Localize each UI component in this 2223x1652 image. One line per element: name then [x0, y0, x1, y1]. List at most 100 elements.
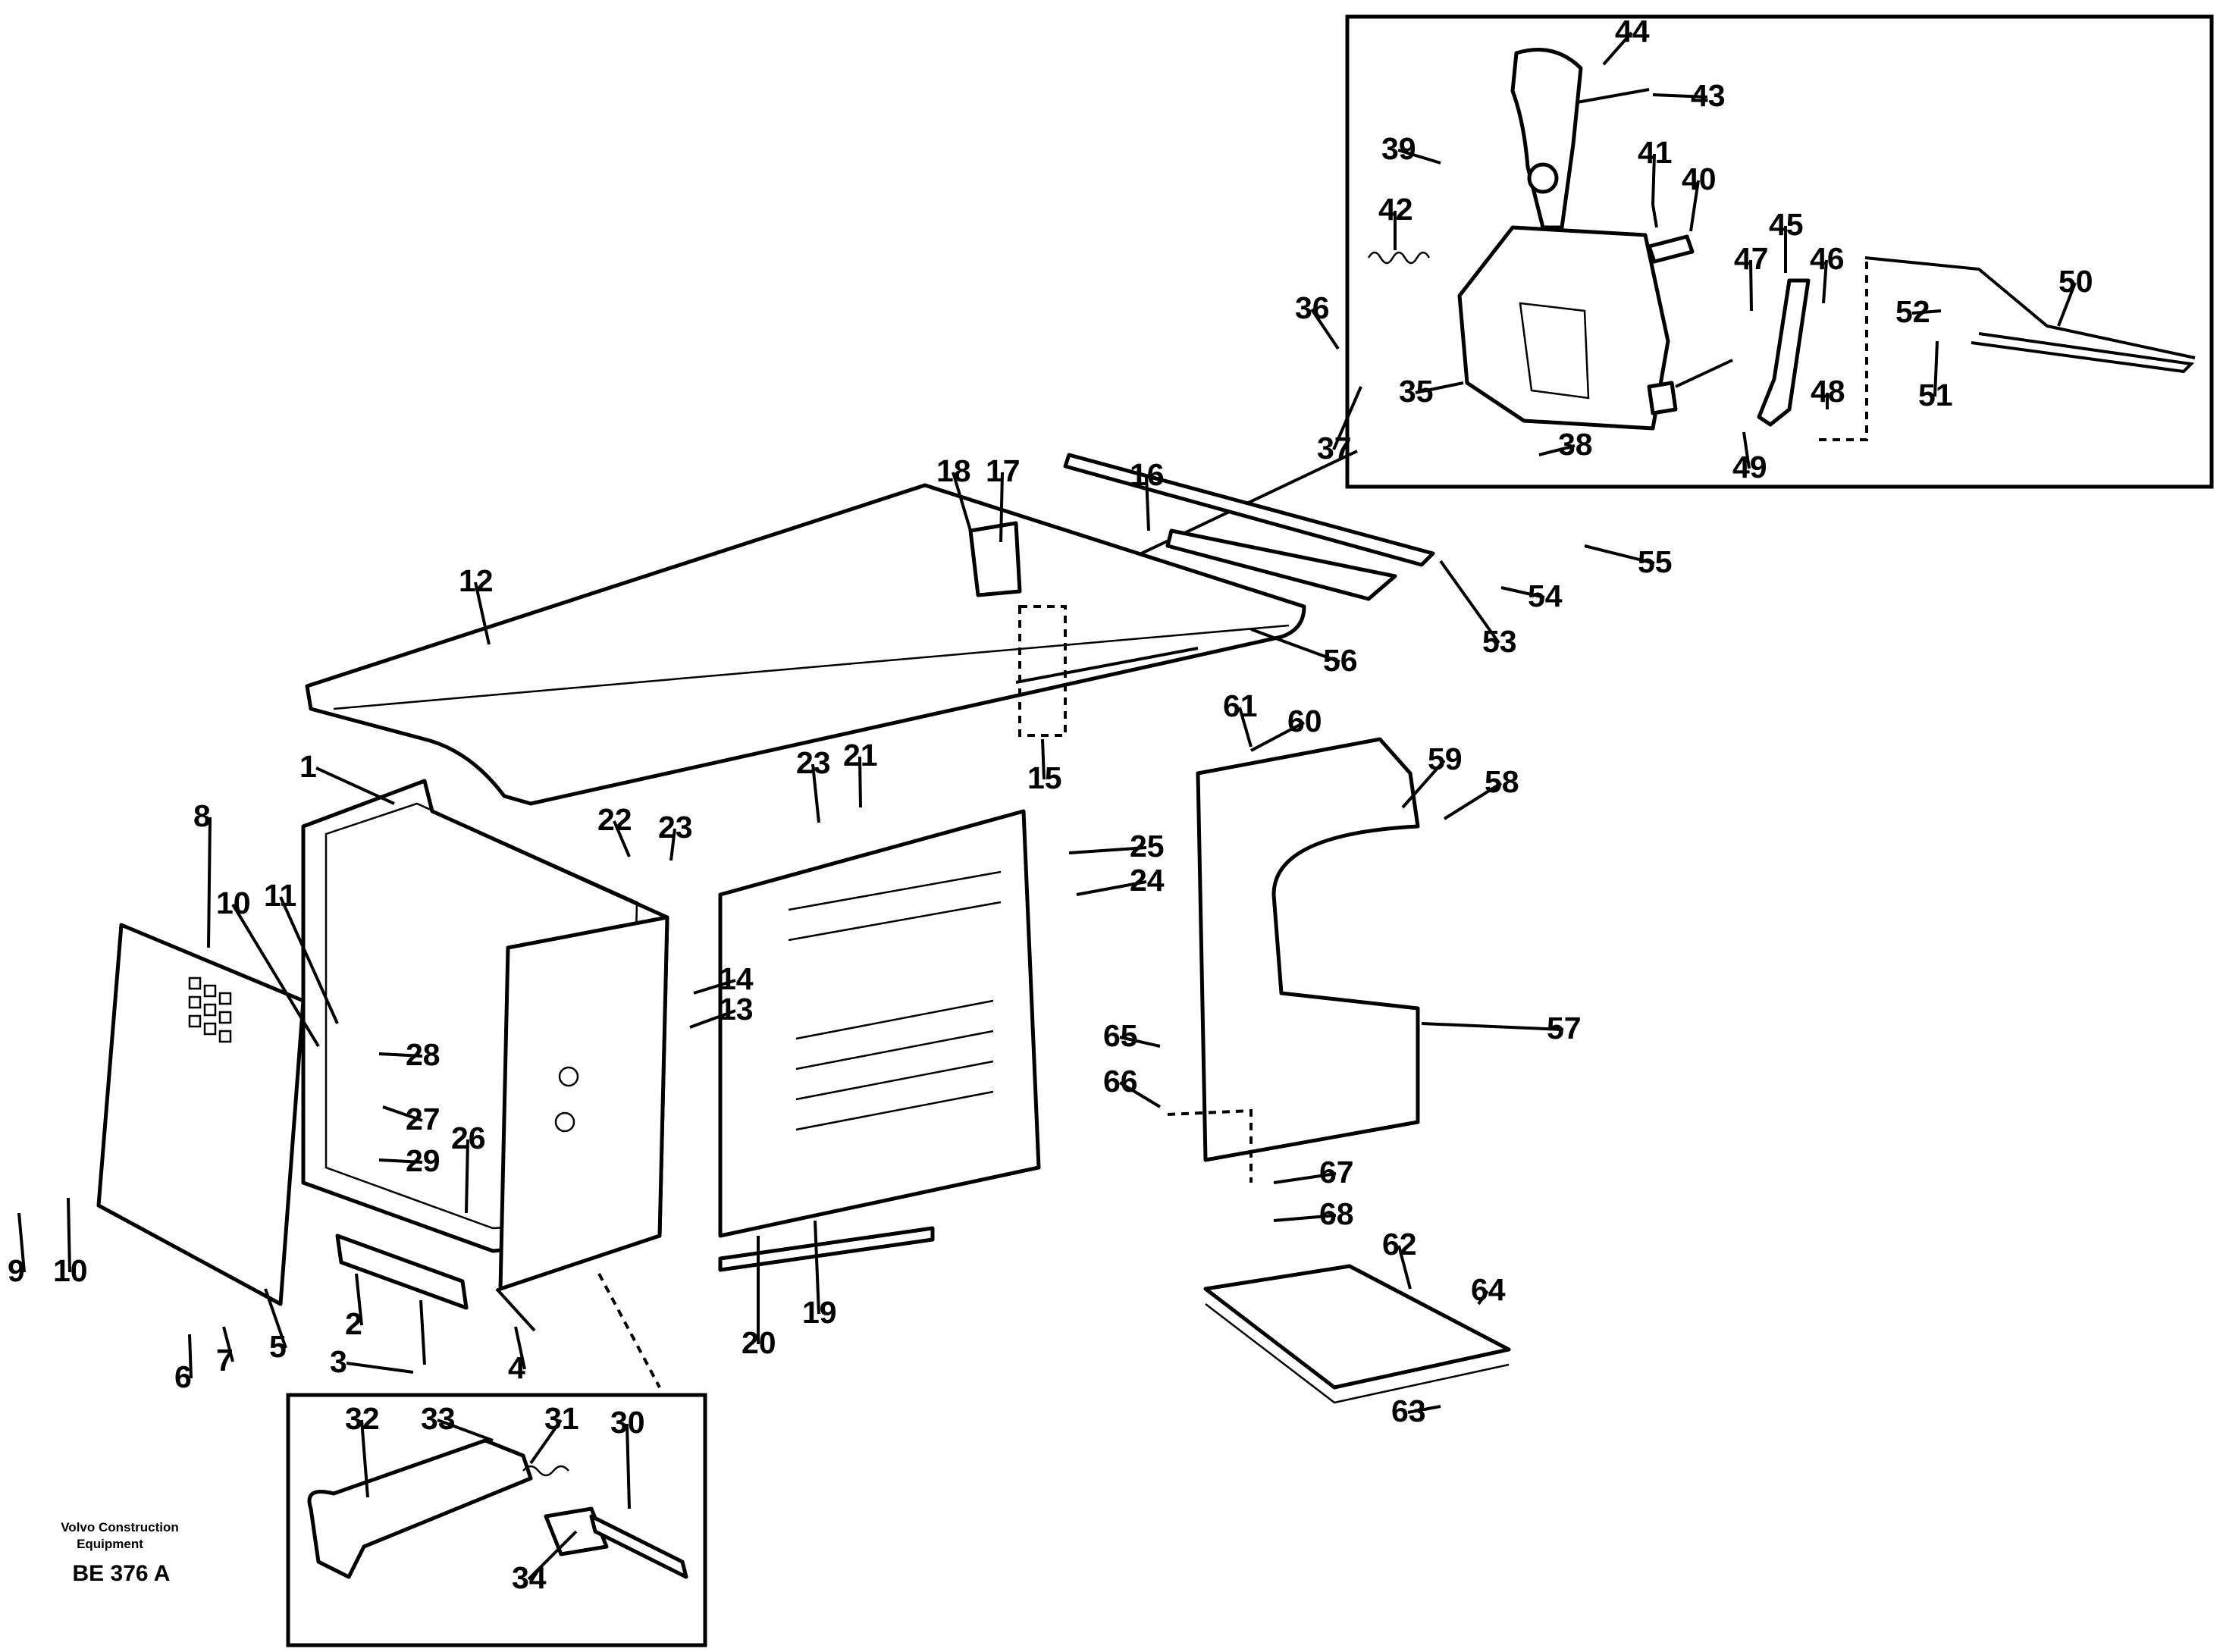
callout-leader	[952, 472, 972, 531]
sleeve-37	[1647, 381, 1678, 415]
callout-53: 53	[1439, 560, 1517, 659]
callout-number: 35	[1399, 374, 1434, 409]
lever-pivot	[1527, 162, 1559, 194]
callout-number: 21	[843, 738, 878, 773]
bolt-3	[419, 1299, 426, 1365]
callout-leader	[1273, 1172, 1337, 1184]
callout-number: 53	[1482, 624, 1517, 659]
callout-6: 6	[174, 1334, 193, 1394]
panel-hole-a	[558, 1066, 579, 1087]
callout-39: 39	[1381, 131, 1441, 166]
callout-number: 37	[1317, 431, 1352, 466]
callout-29: 29	[378, 1143, 441, 1178]
callout-number: 31	[544, 1401, 579, 1436]
callout-3: 3	[330, 1344, 414, 1379]
callout-number: 6	[174, 1359, 192, 1394]
callout-leader	[222, 1326, 234, 1362]
callout-number: 64	[1471, 1272, 1506, 1307]
callout-13: 13	[689, 992, 754, 1029]
callout-leader	[1689, 180, 1700, 232]
callout-23: 23	[796, 745, 831, 823]
callout-number: 9	[8, 1253, 25, 1288]
panel-hole-b	[554, 1111, 575, 1133]
callout-leader	[315, 766, 395, 805]
callout-28: 28	[378, 1037, 441, 1072]
callout-57: 57	[1421, 1011, 1582, 1045]
callout-41: 41	[1638, 135, 1673, 205]
callout-61: 61	[1223, 688, 1258, 748]
callout-14: 14	[693, 961, 754, 996]
callout-45: 45	[1769, 207, 1804, 273]
callout-10: 10	[216, 886, 320, 1048]
callout-number: 33	[421, 1401, 456, 1436]
callout-leader	[188, 1334, 193, 1379]
callout-number: 7	[216, 1343, 234, 1378]
callout-leader	[811, 763, 820, 823]
callout-leader	[1041, 738, 1046, 780]
callout-leader	[437, 1418, 494, 1442]
hinge-18	[968, 521, 1022, 597]
callout-5: 5	[264, 1288, 287, 1364]
callout-number: 18	[936, 453, 971, 488]
callout-2: 2	[345, 1273, 363, 1341]
callout-number: 55	[1638, 544, 1673, 579]
callout-number: 22	[597, 802, 632, 837]
callout-leader	[1068, 846, 1147, 854]
callout-number: 2	[345, 1306, 362, 1341]
callout-number: 59	[1428, 741, 1463, 776]
callout-25: 25	[1068, 829, 1165, 864]
callout-30: 30	[610, 1405, 645, 1509]
callout-leader	[1415, 381, 1464, 394]
callout-leader	[378, 1052, 423, 1058]
callout-number: 63	[1391, 1393, 1426, 1428]
callout-leader	[1439, 560, 1500, 644]
callout-27: 27	[382, 1102, 441, 1136]
pin-41	[1651, 204, 1658, 228]
callout-number: 67	[1319, 1155, 1354, 1190]
callout-leader	[1310, 308, 1340, 350]
callout-number: 47	[1734, 241, 1769, 276]
callout-leader	[1273, 1214, 1337, 1222]
callout-35: 35	[1399, 374, 1464, 409]
callout-leader	[264, 1288, 287, 1349]
callout-16: 16	[1130, 457, 1165, 531]
lever-bracket-plate	[1457, 225, 1670, 431]
callout-number: 44	[1615, 14, 1650, 49]
callout-number: 42	[1378, 192, 1413, 227]
callout-leader	[1652, 93, 1708, 99]
callout-59: 59	[1401, 741, 1463, 809]
callout-34: 34	[512, 1530, 578, 1595]
step-62	[1203, 1264, 1511, 1390]
callout-40: 40	[1682, 161, 1717, 232]
callout-leader	[814, 1220, 820, 1315]
callout-11: 11	[264, 878, 339, 1024]
callout-33: 33	[421, 1401, 494, 1442]
callout-leader	[1397, 1245, 1412, 1290]
callout-48: 48	[1811, 374, 1845, 409]
callout-number: 19	[802, 1295, 837, 1330]
latch-rod	[1015, 647, 1199, 684]
callout-number: 8	[193, 798, 211, 833]
callout-leader	[693, 979, 736, 995]
callout-63: 63	[1391, 1393, 1441, 1428]
panel-57	[1196, 737, 1420, 1162]
callout-56: 56	[1250, 628, 1358, 678]
pin-4	[495, 1287, 536, 1332]
callout-leader	[999, 472, 1004, 543]
callout-54: 54	[1500, 578, 1563, 613]
callout-17: 17	[986, 453, 1021, 543]
shaft-30	[589, 1514, 688, 1579]
callout-number: 56	[1323, 643, 1358, 678]
callout-60: 60	[1250, 704, 1322, 752]
callout-leader	[1250, 628, 1340, 663]
callout-9: 9	[8, 1212, 26, 1288]
callout-50: 50	[2057, 264, 2093, 327]
callout-number: 23	[658, 810, 693, 845]
spring-42	[1367, 251, 1431, 265]
link-45	[1757, 278, 1811, 427]
callout-number: 54	[1528, 578, 1563, 613]
callout-52: 52	[1895, 294, 1942, 329]
callout-number: 12	[459, 563, 494, 598]
callout-1: 1	[299, 749, 395, 805]
callout-10: 10	[53, 1197, 88, 1288]
